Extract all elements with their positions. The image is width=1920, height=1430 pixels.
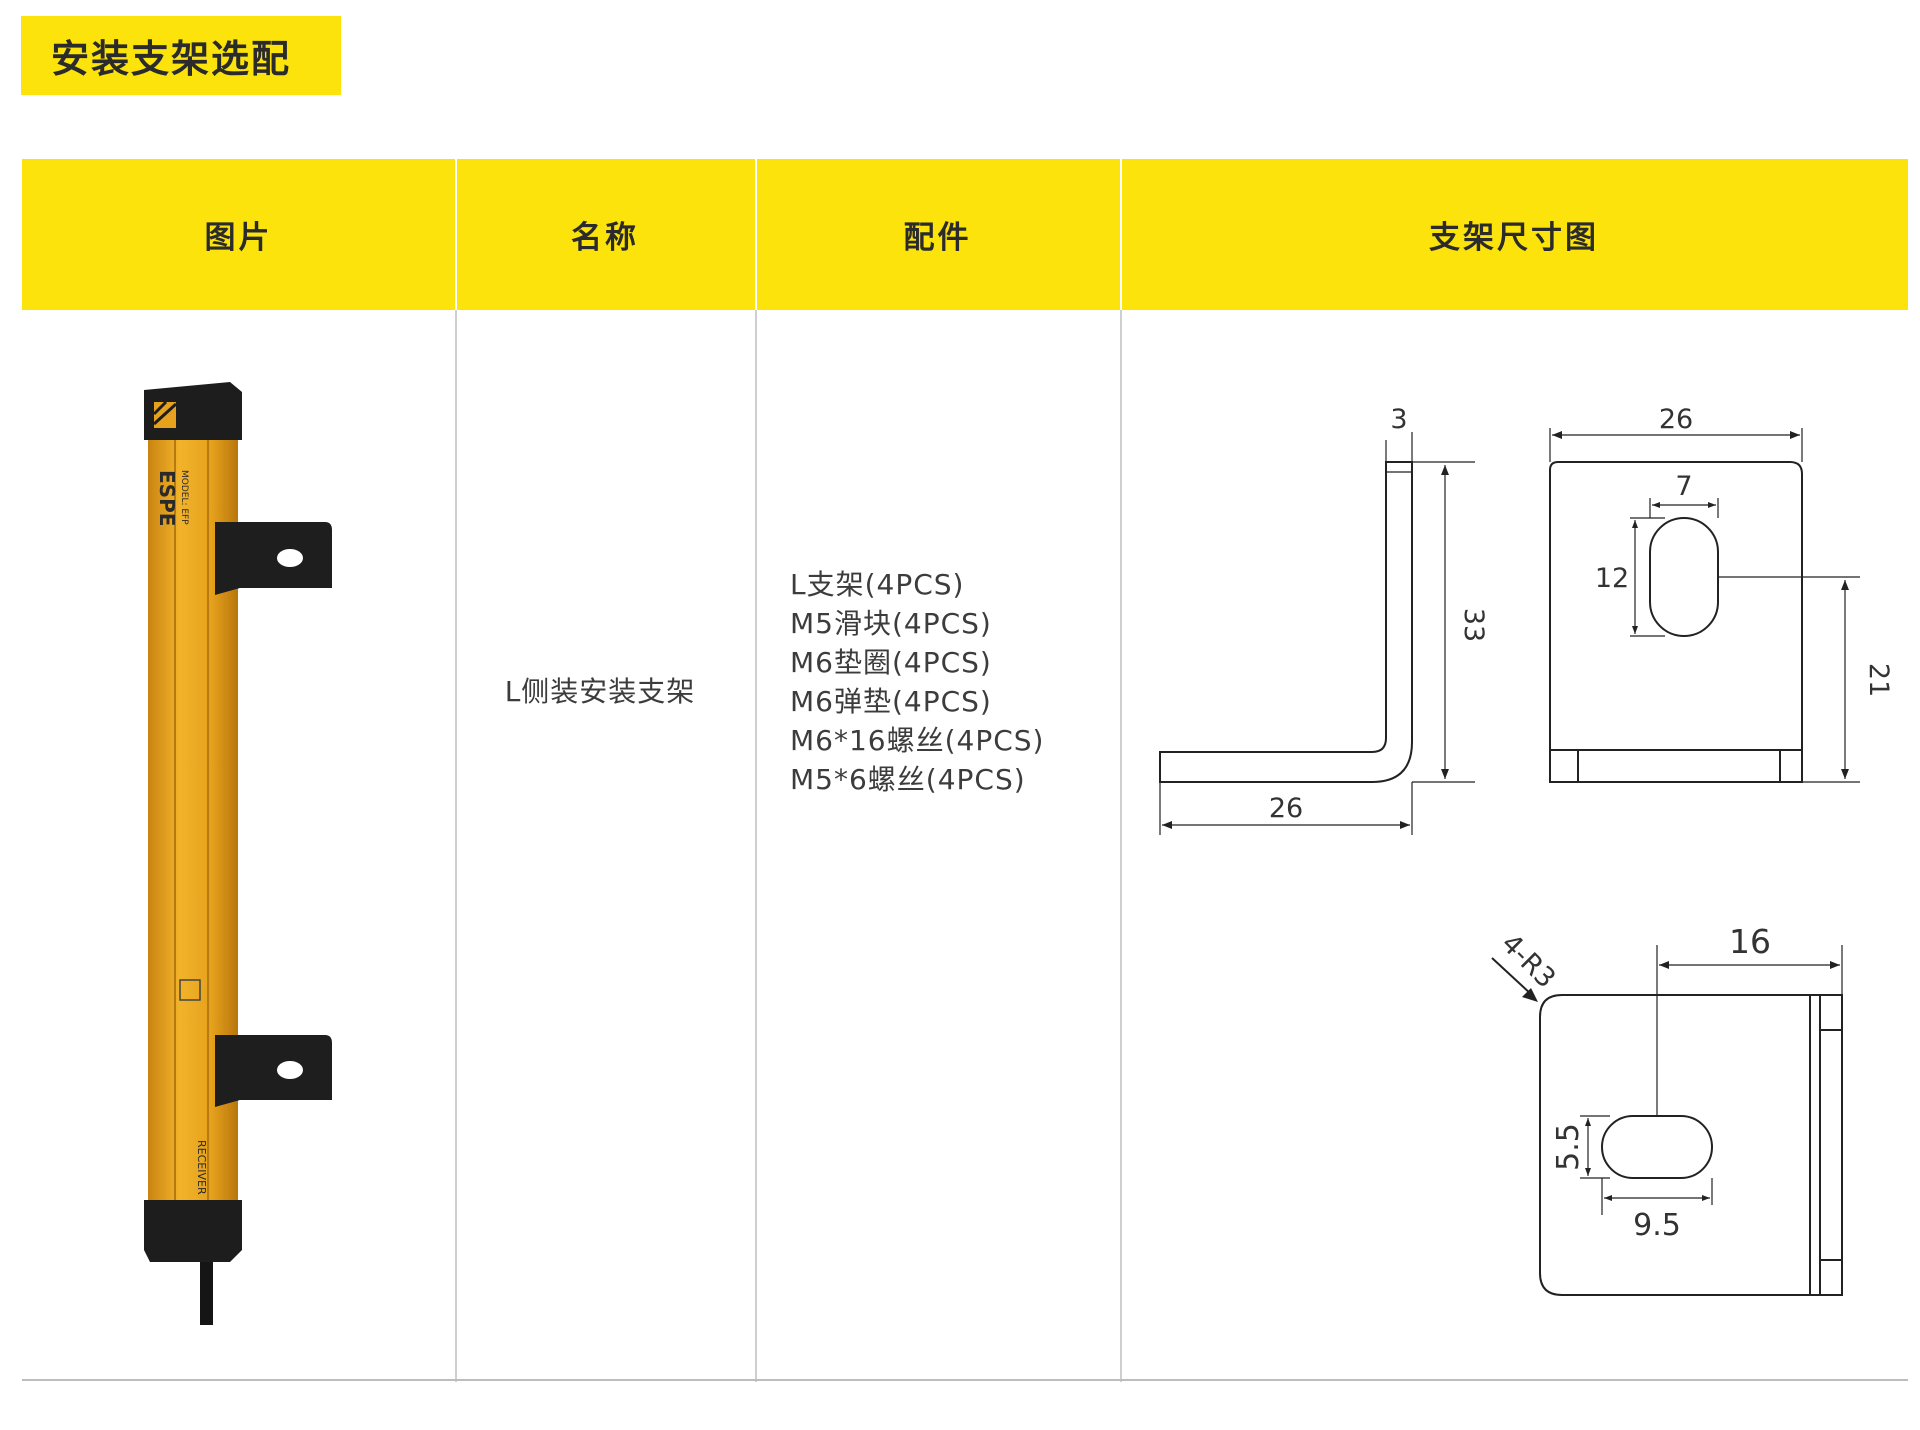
mounting-bracket-top	[215, 522, 332, 595]
product-brand-label: ESPE	[155, 470, 179, 526]
section-title: 安装支架选配	[51, 37, 292, 81]
column-divider	[455, 310, 457, 1382]
product-model-label: MODEL: EFP	[179, 470, 189, 525]
column-divider	[1120, 310, 1122, 1382]
list-item: M6垫圈(4PCS)	[790, 646, 992, 679]
dim-front-slot-height: 12	[1595, 563, 1629, 594]
bracket-name: L侧装安装支架	[504, 675, 696, 708]
dim-side-thickness: 3	[1390, 404, 1407, 435]
section-title-badge: 安装支架选配	[21, 16, 341, 95]
dim-front-center-height: 21	[1863, 663, 1894, 697]
hazard-stripe-icon	[152, 400, 178, 428]
parts-list: L支架(4PCS) M5滑块(4PCS) M6垫圈(4PCS) M6弹垫(4PC…	[790, 565, 1044, 799]
dim-front-width: 26	[1659, 404, 1693, 435]
bracket-table: 图片 名称 配件 支架尺寸图	[22, 159, 1908, 1382]
header-dimension-drawing: 支架尺寸图	[1429, 220, 1599, 256]
header-divider	[1120, 159, 1122, 310]
column-divider	[755, 310, 757, 1382]
bottom-end-cap	[144, 1200, 242, 1262]
header-divider	[755, 159, 757, 310]
header-parts: 配件	[903, 220, 972, 256]
list-item: M6弹垫(4PCS)	[790, 685, 992, 718]
side-view-l-profile	[1159, 461, 1413, 783]
list-item: M5*6螺丝(4PCS)	[790, 763, 1026, 796]
qr-code-icon	[179, 979, 201, 1001]
front-view-plate	[1549, 461, 1803, 783]
list-item: L支架(4PCS)	[790, 568, 965, 601]
header-divider	[455, 159, 457, 310]
header-name: 名称	[571, 220, 639, 256]
header-image: 图片	[204, 220, 273, 256]
mounting-bracket-bottom	[215, 1035, 332, 1107]
dim-top-corner-radius: 4-R3	[1495, 928, 1561, 994]
list-item: M5滑块(4PCS)	[790, 607, 992, 640]
product-image: ESPE MODEL: EFP RECEIVER	[144, 382, 332, 1325]
bracket-dimension-drawing: 3 33 26 26 7 12 21 4-R3 16 5.5 9.5	[1159, 404, 1894, 1296]
dim-side-height: 33	[1458, 608, 1489, 642]
front-view-slot	[1649, 517, 1719, 637]
list-item: M6*16螺丝(4PCS)	[790, 724, 1045, 757]
table-bottom-border	[22, 1379, 1908, 1381]
product-unit-label: RECEIVER	[195, 1140, 208, 1195]
table-header	[22, 159, 1908, 310]
dim-top-slot-height: 5.5	[1551, 1123, 1586, 1171]
dim-top-slot-width: 9.5	[1633, 1208, 1681, 1243]
dim-side-length: 26	[1269, 793, 1303, 824]
top-view-plate	[1539, 994, 1843, 1296]
top-view-slot	[1601, 1115, 1713, 1179]
dim-front-slot-width: 7	[1675, 471, 1692, 502]
dim-top-center-offset: 16	[1729, 922, 1771, 961]
